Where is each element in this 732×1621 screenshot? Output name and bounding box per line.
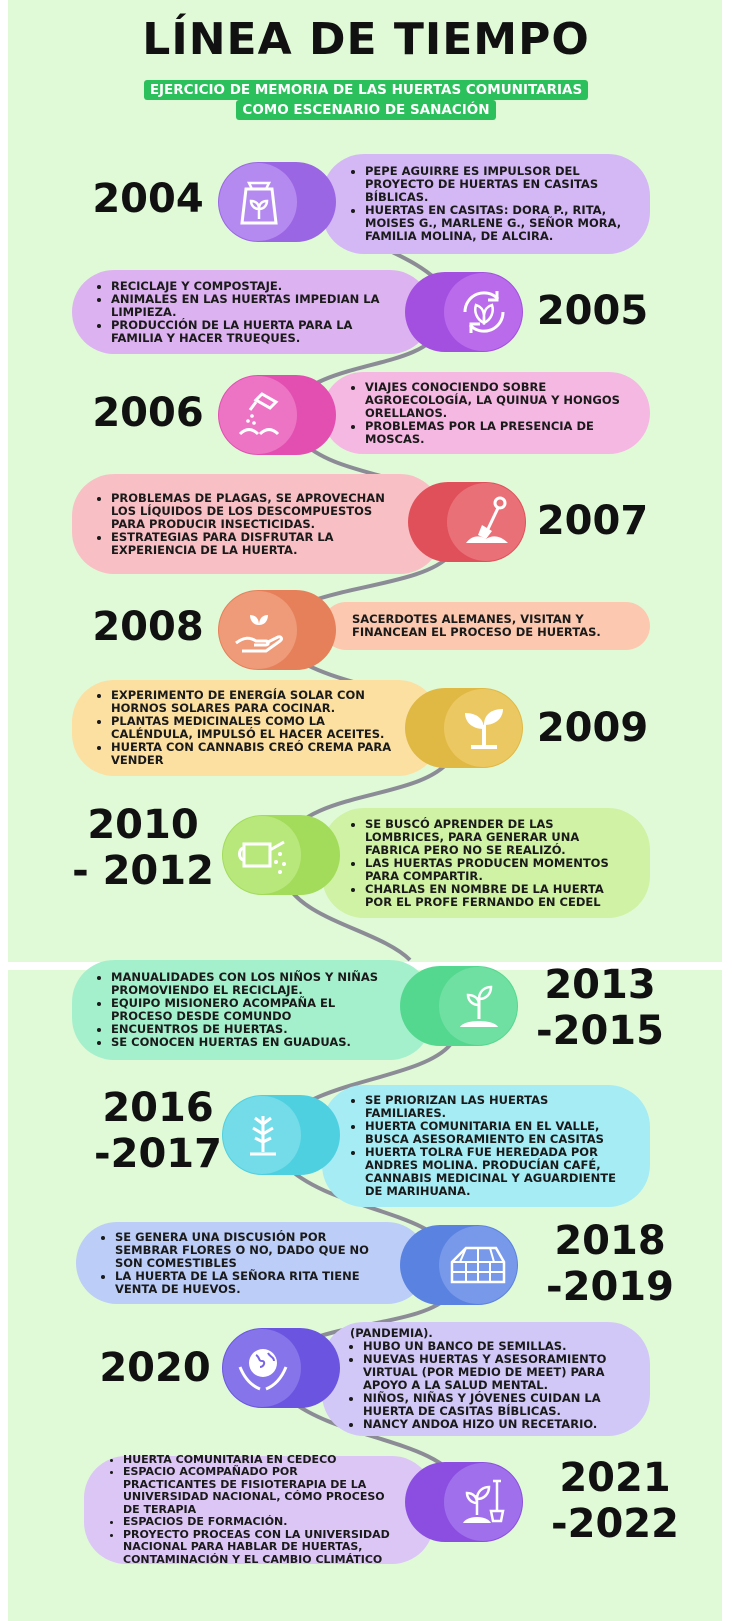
event-2007-year: 2007 [536, 498, 649, 544]
event-2008-year: 2008 [92, 604, 204, 650]
event-2018-box: SE GENERA UNA DISCUSIÓN POR SEMBRAR FLOR… [76, 1222, 428, 1304]
event-2020-item-1: HUBO UN BANCO DE SEMILLAS. [363, 1340, 630, 1353]
subtitle-line-1: EJERCICIO DE MEMORIA DE LAS HUERTAS COMU… [143, 80, 589, 100]
shovel-plant-icon [457, 1475, 511, 1529]
event-2008-box: SACERDOTES ALEMANES, VISITAN Y FINANCEAN… [322, 602, 650, 650]
event-2004-icon-badge [218, 162, 336, 242]
event-2005-year: 2005 [536, 288, 649, 334]
event-2020-intro: (PANDEMIA). [350, 1326, 433, 1340]
event-2013-item-2: EQUIPO MISIONERO ACOMPAÑA EL PROCESO DES… [111, 997, 392, 1023]
event-2016-item-1: SE PRIORIZAN LAS HUERTAS FAMILIARES. [365, 1094, 630, 1120]
seed-bag-icon [232, 175, 286, 229]
event-2004-item-1: PEPE AGUIRRE ES IMPULSOR DEL PROYECTO DE… [365, 165, 630, 204]
event-2009-box: EXPERIMENTO DE ENERGÍA SOLAR CON HORNOS … [72, 680, 440, 776]
page-title: LÍNEA DE TIEMPO [142, 14, 590, 65]
event-2010-item-3: CHARLAS EN NOMBRE DE LA HUERTA POR EL PR… [365, 882, 630, 909]
event-2020-box: (PANDEMIA). HUBO UN BANCO DE SEMILLAS.NU… [322, 1322, 650, 1436]
event-2008-icon-badge [218, 590, 336, 670]
subtitle-line-2: COMO ESCENARIO DE SANACIÓN [236, 100, 496, 120]
event-2016-icon-badge [222, 1095, 340, 1175]
event-2005-item-3: PRODUCCIÓN DE LA HUERTA PARA LA FAMILIA … [111, 318, 392, 345]
event-2010-year: 2010 - 2012 [72, 802, 214, 894]
event-2010-box: SE BUSCÓ APRENDER DE LAS LOMBRICES, PARA… [322, 808, 650, 918]
event-2016-box: SE PRIORIZAN LAS HUERTAS FAMILIARES.HUER… [322, 1085, 650, 1207]
event-2013-item-4: SE CONOCEN HUERTAS EN GUADUAS. [111, 1036, 392, 1049]
watering-can-sprout-icon [232, 388, 286, 442]
young-tree-icon [236, 1108, 290, 1162]
event-2004-year: 2004 [92, 176, 204, 222]
globe-hands-icon [236, 1341, 290, 1395]
event-2020-item-4: NANCY ANDOA HIZO UN RECETARIO. [363, 1418, 630, 1431]
event-2016-item-2: HUERTA COMUNITARIA EN EL VALLE, BUSCA AS… [365, 1120, 630, 1146]
event-2018-icon-badge [400, 1225, 518, 1305]
event-2018-item-1: SE GENERA UNA DISCUSIÓN POR SEMBRAR FLOR… [115, 1230, 388, 1270]
event-2016-item-3: HUERTA TOLRA FUE HEREDADA POR ANDRES MOL… [365, 1146, 630, 1198]
event-2021-item-2: ESPACIO ACOMPAÑADO POR PRACTICANTES DE F… [123, 1466, 394, 1516]
event-2021-item-4: PROYECTO PROCEAS CON LA UNIVERSIDAD NACI… [123, 1528, 394, 1567]
event-2021-box: HUERTA COMUNITARIA EN CEDECOESPACIO ACOM… [84, 1453, 434, 1567]
event-2013-box: MANUALIDADES CON LOS NIÑOS Y NIÑAS PROMO… [72, 960, 432, 1060]
event-2009-item-1: EXPERIMENTO DE ENERGÍA SOLAR CON HORNOS … [111, 689, 400, 715]
event-2020-icon-badge [222, 1328, 340, 1408]
event-2013-icon-badge [400, 966, 518, 1046]
event-2013-year: 2013 -2015 [536, 962, 664, 1054]
event-2010-item-1: SE BUSCÓ APRENDER DE LAS LOMBRICES, PARA… [365, 817, 630, 857]
event-2005-icon-badge [405, 272, 523, 352]
event-2009-item-3: HUERTA CON CANNABIS CREÓ CREMA PARA VEND… [111, 741, 400, 767]
event-2009-icon-badge [405, 688, 523, 768]
event-2006-item-2: PROBLEMAS POR LA PRESENCIA DE MOSCAS. [365, 419, 630, 446]
sprout-icon [457, 701, 511, 755]
watering-can-icon [236, 828, 290, 882]
event-2005-item-2: ANIMALES EN LAS HUERTAS IMPEDIAN LA LIMP… [111, 292, 392, 319]
event-2006-year: 2006 [92, 390, 204, 436]
event-2007-box: PROBLEMAS DE PLAGAS, SE APROVECHAN LOS L… [72, 474, 442, 574]
recycle-leaf-icon [457, 285, 511, 339]
plant-in-soil-icon [452, 979, 506, 1033]
event-2009-item-2: PLANTAS MEDICINALES COMO LA CALÉNDULA, I… [111, 715, 400, 741]
event-2005-box: RECICLAJE Y COMPOSTAJE.ANIMALES EN LAS H… [72, 270, 432, 354]
event-2006-icon-badge [218, 375, 336, 455]
event-2010-item-2: LAS HUERTAS PRODUCEN MOMENTOS PARA COMPA… [365, 856, 630, 883]
event-2020-item-3: NIÑOS, NIÑAS Y JÓVENES CUIDAN LA HUERTA … [363, 1392, 630, 1418]
event-2010-icon-badge [222, 815, 340, 895]
event-2009-year: 2009 [536, 705, 649, 751]
shovel-soil-icon [460, 495, 514, 549]
event-2006-item-1: VIAJES CONOCIENDO SOBRE AGROECOLOGÍA, LA… [365, 380, 630, 420]
hand-plant-icon [232, 603, 286, 657]
event-2020-year: 2020 [99, 1345, 211, 1391]
event-2004-item-2: HUERTAS EN CASITAS: DORA P., RITA, MOISE… [365, 204, 630, 243]
event-2005-item-1: RECICLAJE Y COMPOSTAJE. [111, 279, 392, 293]
event-2018-year: 2018 -2019 [546, 1218, 674, 1310]
event-2020-item-2: NUEVAS HUERTAS Y ASESORAMIENTO VIRTUAL (… [363, 1353, 630, 1392]
event-2021-icon-badge [405, 1462, 523, 1542]
event-2013-item-3: ENCUENTROS DE HUERTAS. [111, 1023, 392, 1036]
greenhouse-icon [448, 1238, 508, 1292]
event-2016-year: 2016 -2017 [94, 1085, 222, 1177]
event-2004-box: PEPE AGUIRRE ES IMPULSOR DEL PROYECTO DE… [322, 154, 650, 254]
event-2008-text: SACERDOTES ALEMANES, VISITAN Y FINANCEAN… [352, 612, 601, 639]
event-2007-icon-badge [408, 482, 526, 562]
event-2021-item-3: ESPACIOS DE FORMACIÓN. [123, 1516, 394, 1529]
event-2021-year: 2021 -2022 [551, 1455, 679, 1547]
event-2013-item-1: MANUALIDADES CON LOS NIÑOS Y NIÑAS PROMO… [111, 971, 392, 997]
event-2006-box: VIAJES CONOCIENDO SOBRE AGROECOLOGÍA, LA… [322, 372, 650, 454]
event-2018-item-2: LA HUERTA DE LA SEÑORA RITA TIENE VENTA … [115, 1269, 388, 1296]
event-2021-item-1: HUERTA COMUNITARIA EN CEDECO [123, 1453, 394, 1467]
page-subtitle: EJERCICIO DE MEMORIA DE LAS HUERTAS COMU… [0, 80, 732, 120]
event-2007-item-2: ESTRATEGIAS PARA DISFRUTAR LA EXPERIENCI… [111, 530, 402, 557]
event-2007-item-1: PROBLEMAS DE PLAGAS, SE APROVECHAN LOS L… [111, 491, 402, 531]
